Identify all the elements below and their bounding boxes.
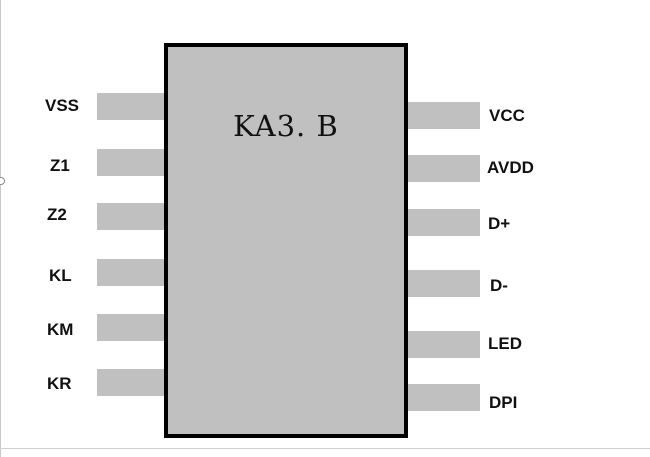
pin-vss [97, 93, 164, 120]
pin-kr [97, 369, 164, 396]
chip-body: KA3. B [164, 43, 408, 438]
pin-d-minus [408, 270, 480, 297]
chip-name: KA3. B [233, 109, 339, 143]
pin-label-km: KM [47, 320, 74, 339]
pin-z1 [97, 149, 164, 176]
pin-kl [97, 259, 164, 286]
pin-label-z1: Z1 [50, 156, 70, 175]
page-bottom-edge [0, 448, 650, 449]
pin-dpi [408, 384, 480, 411]
pin-label-kl: KL [49, 266, 72, 285]
pin-d-plus [408, 209, 480, 236]
pin-label-avdd: AVDD [487, 158, 534, 177]
resize-handle[interactable] [0, 177, 5, 185]
page-left-edge [0, 0, 1, 457]
pin-z2 [97, 203, 164, 230]
pin-led [408, 331, 480, 358]
pin-label-led: LED [488, 334, 522, 353]
pin-label-dpi: DPI [489, 393, 518, 412]
pin-avdd [408, 155, 480, 182]
pin-label-z2: Z2 [47, 205, 67, 224]
pin-label-d-minus: D- [490, 276, 508, 295]
pin-label-vss: VSS [45, 96, 80, 115]
pin-km [97, 314, 164, 341]
pin-vcc [408, 102, 480, 129]
pin-label-kr: KR [47, 374, 72, 393]
pin-label-vcc: VCC [489, 106, 525, 125]
pin-label-d-plus: D+ [488, 214, 511, 233]
